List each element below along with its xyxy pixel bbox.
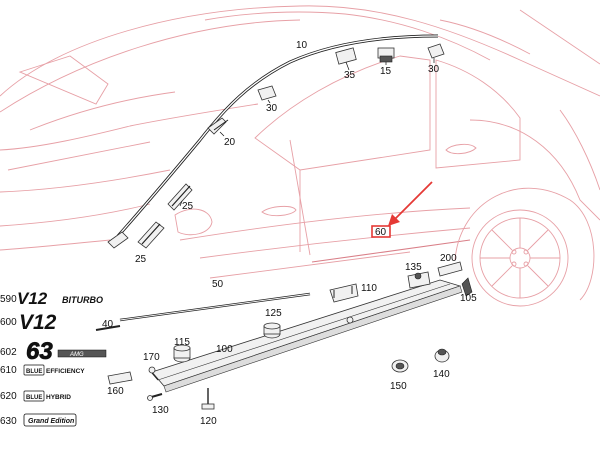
badge-blue-efficiency: BLUE EFFICIENCY [23, 364, 85, 376]
callout-115[interactable]: 115 [174, 337, 190, 348]
callout-200[interactable]: 200 [440, 253, 457, 264]
plug-115 [173, 344, 191, 363]
callout-60-box[interactable]: 60 [371, 225, 391, 238]
car-outline [0, 5, 600, 307]
callout-30-top[interactable]: 30 [428, 64, 440, 75]
badge-blue-hybrid: BLUE HYBRID [23, 390, 71, 402]
callout-60: 60 [375, 227, 387, 238]
bracket-200 [437, 261, 463, 277]
svg-text:BLUE: BLUE [26, 369, 42, 375]
clip-30-mid [257, 85, 277, 104]
callout-50[interactable]: 50 [212, 279, 224, 290]
grommet-140 [434, 348, 450, 363]
badge-63-main: 63 [26, 338, 53, 365]
clip-25-upper [167, 183, 193, 211]
side-molding-40 [95, 325, 121, 331]
callout-110[interactable]: 110 [361, 283, 377, 294]
callout-40[interactable]: 40 [102, 319, 114, 330]
clip-35 [335, 47, 357, 71]
callout-120[interactable]: 120 [200, 416, 217, 427]
roof-molding [107, 34, 439, 249]
callout-140[interactable]: 140 [433, 369, 450, 380]
badge-code-630[interactable]: 630 [0, 416, 17, 427]
callout-105[interactable]: 105 [460, 293, 477, 304]
callout-10[interactable]: 10 [296, 40, 308, 51]
callout-125[interactable]: 125 [265, 308, 282, 319]
clip-105 [461, 277, 473, 297]
badge-v12-biturbo: V12 BITURBO [17, 289, 103, 308]
callout-135[interactable]: 135 [405, 262, 422, 273]
grommet-150 [391, 359, 409, 373]
badge-grand-edition: Grand Edition [23, 413, 77, 427]
badge-v12-biturbo-main: V12 [17, 289, 48, 308]
badge-v12-biturbo-sub: BITURBO [62, 295, 103, 305]
svg-text:Grand Edition: Grand Edition [28, 418, 74, 425]
plug-125 [263, 322, 281, 339]
clip-20 [207, 117, 229, 137]
callout-20[interactable]: 20 [224, 137, 236, 148]
svg-text:EFFICIENCY: EFFICIENCY [46, 368, 85, 375]
callout-160[interactable]: 160 [107, 386, 124, 397]
bracket-110 [329, 283, 359, 303]
badge-list: 590 V12 BITURBO 600 V12 602 63 AMG 610 B… [0, 289, 107, 427]
rear-wheel [454, 187, 595, 307]
rocker-panel [151, 279, 463, 393]
callout-150[interactable]: 150 [390, 381, 407, 392]
callout-170[interactable]: 170 [143, 352, 160, 363]
callout-130[interactable]: 130 [152, 405, 169, 416]
callout-35[interactable]: 35 [344, 70, 356, 81]
badge-code-610[interactable]: 610 [0, 365, 17, 376]
highlight-arrow [388, 181, 433, 226]
callouts: 10 35 15 30 30 20 25 25 200 135 110 105 … [102, 40, 477, 427]
callout-15[interactable]: 15 [380, 66, 392, 77]
clip-160 [107, 371, 133, 385]
screw-130 [147, 393, 163, 401]
badge-code-590[interactable]: 590 [0, 294, 17, 305]
screw-120 [201, 388, 215, 410]
clip-25-lower [137, 221, 165, 249]
bracket-135 [407, 271, 431, 289]
svg-text:HYBRID: HYBRID [46, 394, 71, 401]
badge-63-sub: AMG [69, 352, 84, 358]
clip-15 [377, 47, 395, 65]
badge-63-amg: 63 AMG [26, 338, 107, 365]
clip-30-top [427, 43, 445, 63]
callout-25-lower[interactable]: 25 [135, 254, 147, 265]
callout-25-upper[interactable]: 25 [182, 201, 194, 212]
callout-30-mid[interactable]: 30 [266, 103, 278, 114]
svg-text:BLUE: BLUE [26, 395, 42, 401]
badge-code-600[interactable]: 600 [0, 317, 17, 328]
screw-170 [148, 366, 159, 381]
badge-code-602[interactable]: 602 [0, 347, 17, 358]
badge-code-620[interactable]: 620 [0, 391, 17, 402]
callout-100[interactable]: 100 [216, 344, 233, 355]
badge-v12: V12 [19, 311, 57, 334]
side-molding-50 [119, 292, 311, 322]
